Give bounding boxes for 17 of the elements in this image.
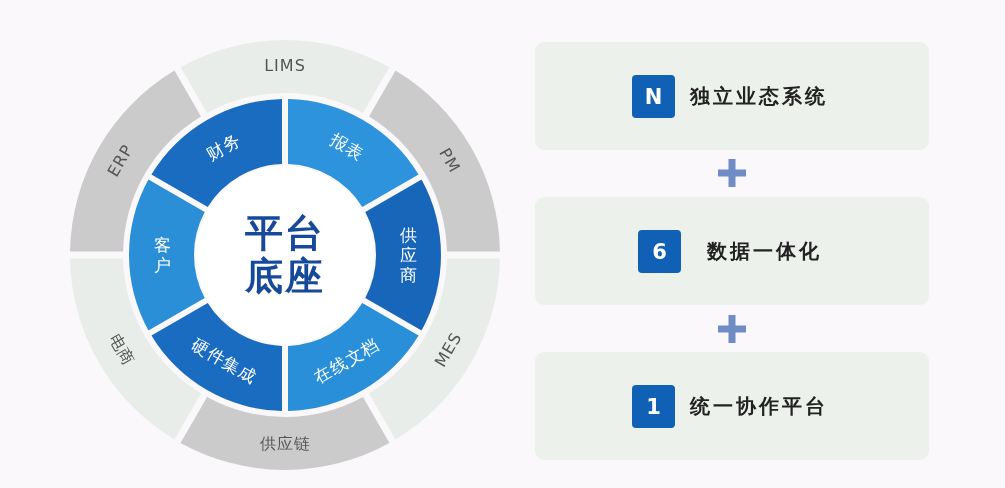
card-heading: 统一协作平台: [690, 395, 828, 417]
card-heading: 数据一体化: [707, 240, 822, 262]
card: [535, 42, 929, 150]
number-badge: 1: [632, 385, 675, 428]
outer-ring-segment: LIMS: [180, 40, 390, 113]
inner-ring-segment: 在线文档: [287, 303, 419, 411]
inner-ring-segment: 硬件集成: [151, 303, 283, 411]
number-badge: 6: [638, 230, 681, 273]
outer-ring-segment: 供应链: [180, 397, 390, 470]
number-badge: N: [632, 75, 675, 118]
inner-ring-segment: 财务: [151, 99, 283, 207]
inner-ring-segment: 客户: [129, 179, 205, 331]
inner-ring-segment: 供应商: [365, 179, 441, 331]
inner-ring-segment: 报表: [287, 99, 419, 207]
card: [535, 197, 929, 305]
card-heading: 独立业态系统: [690, 85, 828, 107]
card: [535, 352, 929, 460]
